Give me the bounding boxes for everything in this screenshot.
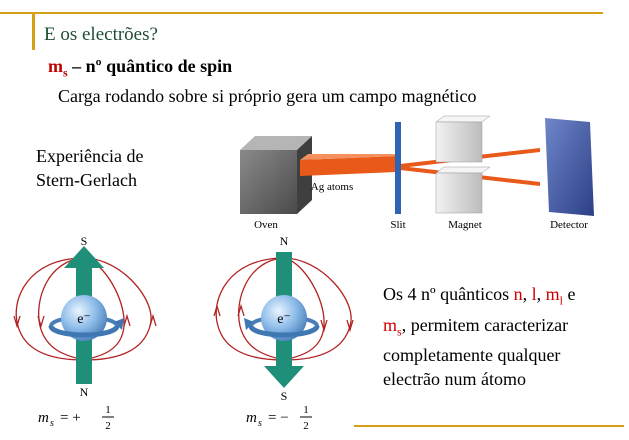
magnet-label: Magnet (448, 219, 482, 231)
electron-label: e⁻ (277, 312, 291, 327)
ms-value: = − (268, 410, 289, 426)
rotation-ring-front (248, 325, 320, 338)
spin-up-north: N (80, 385, 89, 399)
ag-atoms-label: Ag atoms (311, 181, 353, 193)
ms-letter: m (48, 56, 63, 76)
ms-minus-half: m s = − 1 2 (246, 404, 312, 432)
description: Carga rodando sobre si próprio gera um c… (58, 86, 477, 106)
detector (545, 118, 594, 216)
ms-letter: m (246, 410, 257, 426)
spin-down-north: N (280, 234, 289, 248)
rotation-ring-front (48, 325, 120, 338)
quantum-line2-text: , permitem caracterizar (401, 314, 569, 335)
quantum-intro: Os 4 nº quânticos (383, 284, 514, 304)
qn-ms: ms (383, 314, 402, 339)
subtitle-text: – nº quântico de spin (67, 56, 233, 76)
experiment-line1: Experiência de (36, 146, 144, 166)
fraction-numerator: 1 (303, 404, 309, 416)
fraction-denominator: 2 (303, 420, 309, 432)
qn-ml: ml (545, 284, 563, 308)
quantum-line4: electrão num átomo (383, 369, 526, 390)
qn-n: n (513, 284, 523, 304)
ms-symbol: ms (48, 56, 68, 80)
electron-label: e⁻ (77, 312, 91, 327)
ms-subscript: s (50, 418, 54, 429)
ml-letter: m (545, 284, 560, 304)
magnetic-field-icon (13, 257, 157, 361)
spin-down-diagram: e⁻ N S (213, 234, 354, 403)
quantum-line3: completamente qualquer (383, 345, 561, 366)
spin-up-diagram: e⁻ S N (13, 234, 157, 399)
sep: , (536, 284, 546, 304)
rotation-arrowhead (114, 318, 124, 330)
quantum-line2: ms, permitem caracterizar (383, 313, 623, 344)
fraction-numerator: 1 (105, 404, 111, 416)
fraction-denominator: 2 (105, 420, 111, 432)
rotation-arrowhead (244, 318, 254, 330)
bottom-rule (354, 425, 624, 427)
spin-up-south: S (81, 234, 88, 248)
slit (395, 122, 401, 214)
top-rule (0, 12, 603, 14)
slide-subtitle: ms – nº quântico de spin (48, 56, 232, 81)
sep: , (522, 284, 532, 304)
title-bar-accent (32, 12, 35, 50)
ms-subscript: s (63, 65, 68, 80)
oven-label: Oven (254, 219, 278, 231)
ms-subscript: s (397, 324, 402, 339)
ms-letter: m (38, 410, 49, 426)
detector-label: Detector (550, 219, 588, 231)
conj: e (562, 284, 576, 304)
ms-plus-half: m s = + 1 2 (38, 404, 114, 432)
electron-sphere-icon (261, 295, 307, 341)
quantum-numbers-text: Os 4 nº quânticos n, l, ml e ms, permite… (383, 282, 623, 391)
magnetic-field-icon (213, 257, 354, 361)
stern-gerlach-apparatus (240, 115, 594, 216)
slit-label: Slit (390, 219, 405, 231)
qn-l: l (531, 284, 537, 304)
slide-title: E os electrões? (44, 24, 158, 45)
experiment-label: Experiência de Stern-Gerlach (36, 144, 143, 192)
quantum-line1: Os 4 nº quânticos n, l, ml e (383, 282, 623, 313)
magnet (435, 115, 491, 214)
ms-subscript: s (258, 418, 262, 429)
experiment-line2: Stern-Gerlach (36, 170, 137, 190)
ms-letter: m (383, 314, 398, 335)
ml-subscript: l (559, 293, 563, 308)
spin-down-south: S (281, 389, 288, 403)
electron-sphere-icon (61, 295, 107, 341)
ms-value: = + (60, 410, 81, 426)
